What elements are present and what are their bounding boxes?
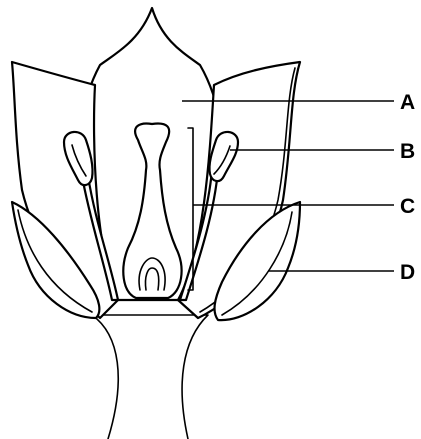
label-d: D [400,261,415,284]
label-a: A [400,91,415,114]
label-b: B [400,140,415,163]
label-c: C [400,195,415,218]
flower-stem [92,315,208,439]
